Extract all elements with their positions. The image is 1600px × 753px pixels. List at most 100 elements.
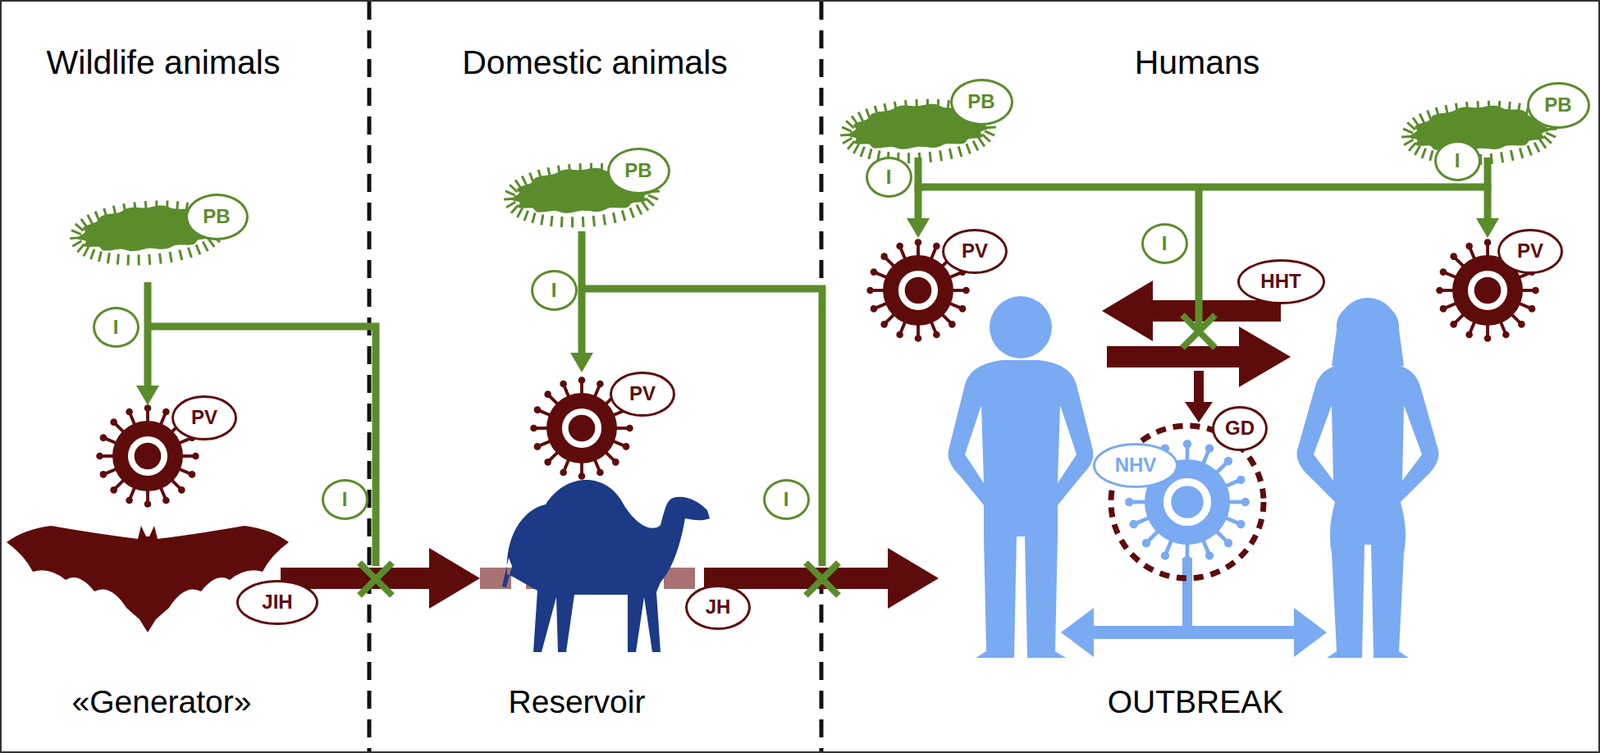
virus-knob (914, 238, 923, 247)
virus-body (898, 270, 938, 311)
virus-knob (144, 500, 152, 508)
virus-knob (559, 380, 567, 389)
bacterium-hair (540, 214, 544, 226)
inhibition-lines (147, 157, 1492, 567)
virus-knob (109, 418, 118, 426)
bacterium-hair (1545, 132, 1556, 138)
bacterium-hair (1534, 142, 1540, 153)
bacterium-hair (845, 120, 855, 129)
node-text: GD (1225, 417, 1255, 439)
bacterium-hair (918, 152, 922, 164)
virus-knob (612, 458, 620, 467)
virus-body (568, 415, 596, 443)
ellipse-label: PB (607, 147, 671, 195)
virus-knob (578, 472, 586, 480)
virus-knob (1124, 498, 1134, 507)
virus-knob (1449, 252, 1458, 261)
virus-knob (178, 486, 186, 494)
virus-body (905, 277, 933, 305)
virus-knob (144, 404, 152, 412)
bacterium-hair (90, 249, 96, 260)
virus-knob (1465, 331, 1473, 339)
virus-knob (932, 331, 941, 339)
bacterium-hair (603, 214, 606, 225)
bacterium-hair (593, 215, 595, 227)
virus-knob (1183, 439, 1192, 448)
bacterium-hair (908, 152, 910, 164)
ellipse-label: I (1141, 223, 1189, 265)
bacterium-hair (82, 246, 90, 256)
virus-knob (870, 305, 878, 313)
virus-knob (125, 408, 133, 416)
bacterium-hair (581, 216, 586, 228)
bacterium-hair (561, 216, 563, 228)
bacterium-hair (506, 201, 517, 207)
bacterium-hair (984, 130, 995, 136)
ellipse-label: NHV (1092, 443, 1179, 489)
bacterium-hair (1543, 135, 1552, 144)
bacterium-hair (137, 255, 140, 266)
bacterium-hair (160, 253, 162, 265)
ellipse-label: JIH (236, 580, 319, 626)
virus-knob (959, 305, 967, 313)
bacterium-hair (982, 133, 991, 142)
ellipse-label: PV (941, 228, 1008, 275)
virus-knob (1236, 520, 1245, 529)
virus-knob (1129, 520, 1138, 529)
virus-knob (544, 390, 552, 398)
bacterium-hair (612, 212, 616, 224)
virus-body (112, 420, 183, 492)
node-text: I (1161, 233, 1168, 255)
bacterium-hair (1510, 150, 1514, 161)
bacterium-hair (179, 249, 183, 261)
bacterium-hair (550, 215, 554, 227)
virus-knob (896, 331, 904, 339)
bacterium-hair (75, 223, 84, 232)
bacterium-hair (841, 126, 852, 132)
node-text: I (886, 166, 892, 188)
virus-knob (948, 320, 956, 329)
virus-knob (870, 268, 878, 276)
virus-knob (125, 497, 133, 505)
virus-knob (1528, 305, 1536, 313)
virus-knob (866, 287, 874, 295)
ellipse-label: PB (185, 193, 249, 241)
panel-separators (369, 1, 822, 752)
virus-knob (544, 458, 552, 467)
virus-knob (100, 470, 108, 479)
virus-body (562, 408, 602, 448)
bacterium-hair (127, 254, 129, 266)
virus-knob (1465, 242, 1473, 251)
spread-arrow (1060, 557, 1327, 658)
virus-knob (534, 406, 542, 414)
ellipse-label: GD (1211, 406, 1268, 452)
node-text: PB (1544, 94, 1572, 116)
virus-knob (1241, 498, 1250, 507)
panel-heading: Wildlife animals (46, 43, 281, 83)
virus-knob (1484, 334, 1492, 343)
virus-body (134, 443, 162, 471)
bacterium-hair (1519, 147, 1523, 159)
transmission-arrows (280, 280, 1291, 609)
node-text: I (342, 489, 348, 511)
bacterium-hair (978, 137, 985, 147)
virus-knob (914, 334, 923, 343)
virus-knob (100, 434, 108, 442)
bacterium-hair (98, 251, 103, 262)
bacterium-hair (1501, 151, 1504, 163)
ellipse-label: PB (1526, 82, 1591, 129)
bacterium-hair (1403, 139, 1414, 145)
bacterium-hair (973, 141, 979, 151)
camel-illustration (502, 480, 710, 653)
ellipse-label: PV (609, 371, 676, 417)
virus-knob (1531, 287, 1540, 295)
bacterium-hair (842, 137, 853, 143)
virus-knob (596, 380, 604, 389)
bacterium-hair (645, 197, 654, 206)
bacterium-hair (71, 229, 82, 236)
bacterium-hair (929, 151, 931, 163)
panel-heading: Humans (1134, 43, 1261, 83)
ellipse-label: HHT (1237, 259, 1326, 305)
bacterium-hair (571, 216, 573, 228)
virus-knob (578, 376, 586, 384)
